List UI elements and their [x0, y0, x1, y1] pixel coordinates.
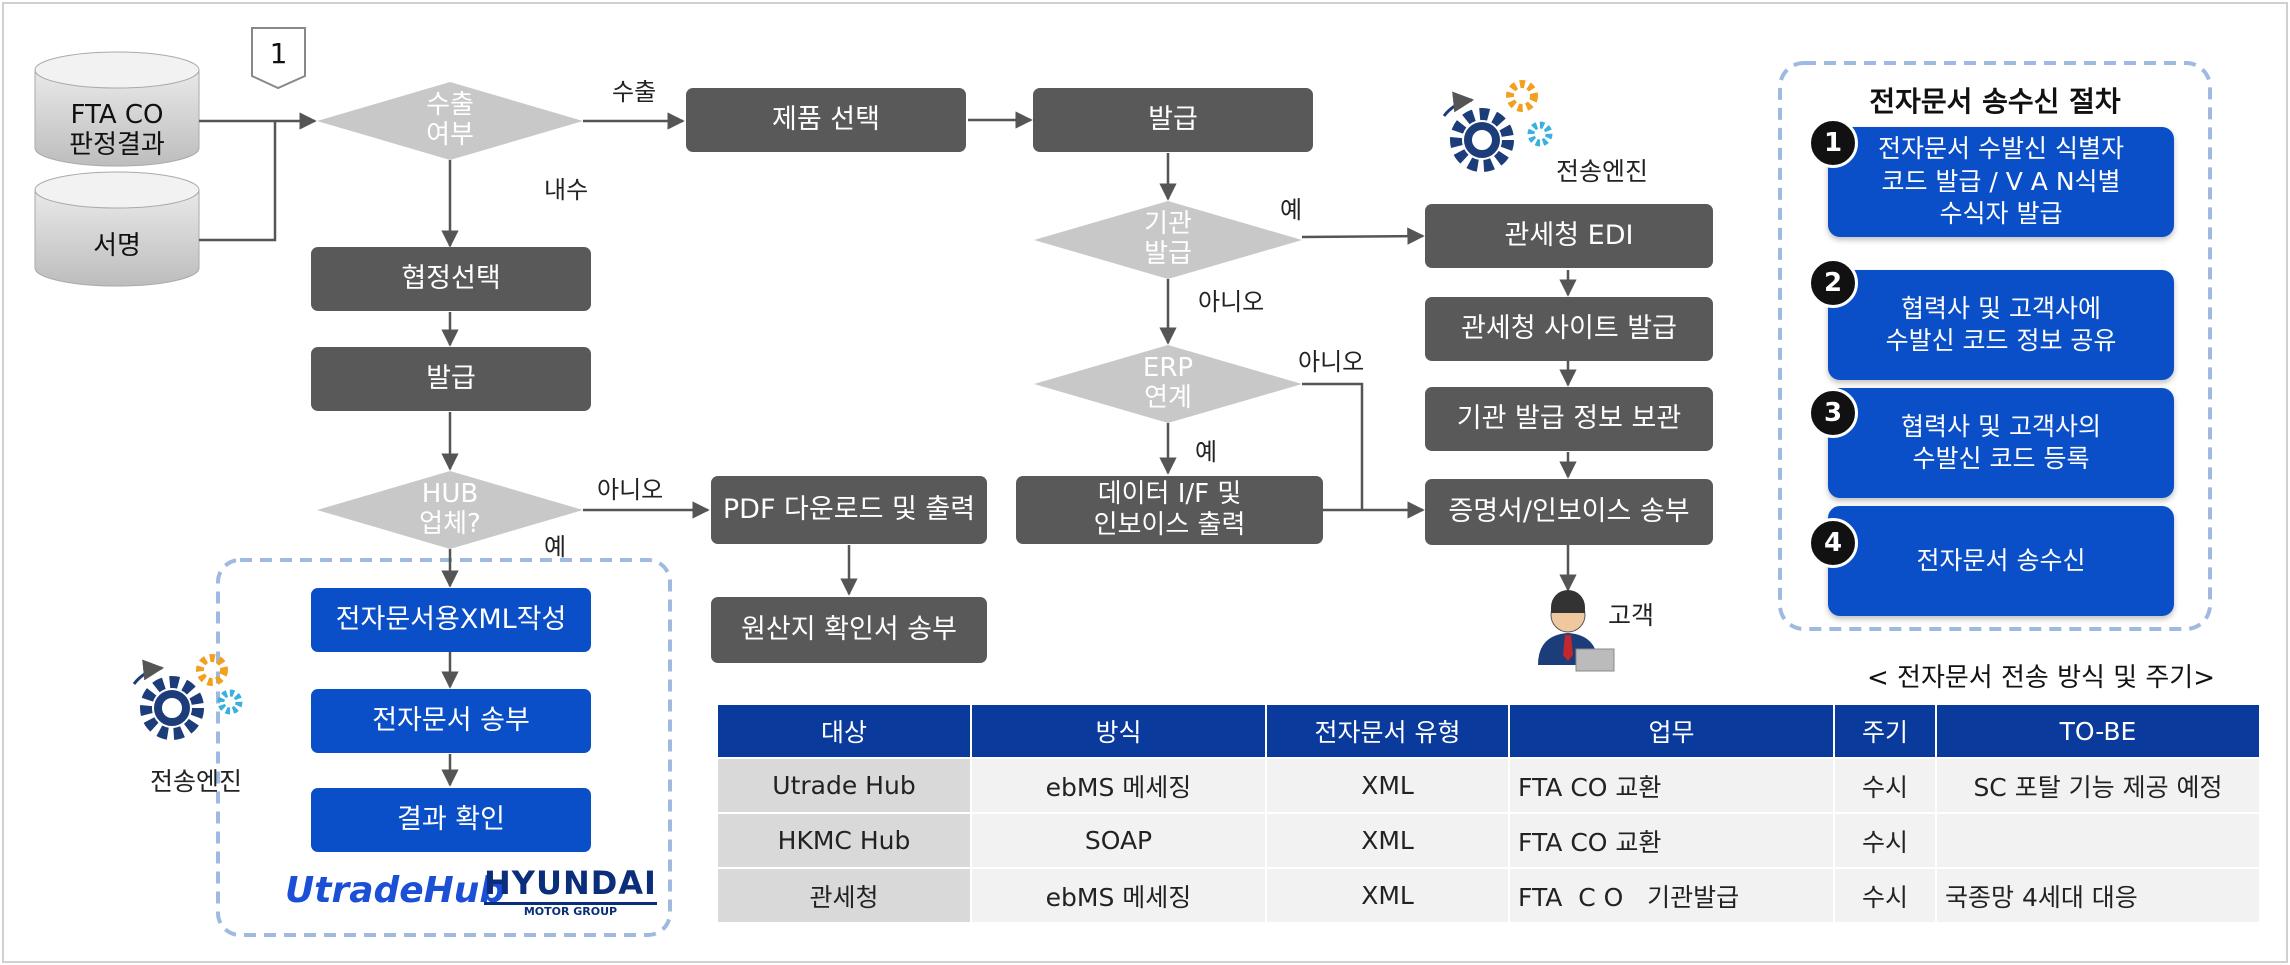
procedure-step-1: 전자문서 수발신 식별자 코드 발급 / V A N식별 수식자 발급 — [1828, 127, 2174, 237]
hub-yes-label: 예 — [544, 533, 567, 561]
procedure-step-4-badge: 4 — [1808, 518, 1858, 568]
agency-keep-box: 기관 발급 정보 보관 — [1425, 387, 1713, 451]
cell: 수시 — [1833, 812, 1937, 869]
engine-label-left: 전송엔진 — [150, 767, 243, 796]
step-flag — [251, 27, 306, 90]
cell: XML — [1265, 757, 1510, 814]
origin-cert-box: 원산지 확인서 송부 — [711, 597, 987, 663]
erp-no-label: 아니오 — [1298, 348, 1365, 376]
hyundai-logo-text: HYUNDAI — [484, 864, 657, 902]
customs-site-box: 관세청 사이트 발급 — [1425, 297, 1713, 361]
cell: FTA CO 교환 — [1508, 757, 1835, 814]
table-row: 관세청 ebMS 메세징 XML FTA C O 기관발급 수시 국종망 4세대… — [716, 867, 2261, 924]
hub-diamond — [317, 471, 583, 549]
cell: SOAP — [970, 812, 1267, 869]
product-select-box: 제품 선택 — [686, 88, 966, 152]
header-doc-type: 전자문서 유형 — [1265, 703, 1510, 759]
signature-cylinder — [34, 171, 200, 287]
customer-label: 고객 — [1608, 601, 1655, 630]
procedure-step-3: 협력사 및 고객사의 수발신 코드 등록 — [1828, 388, 2174, 498]
domestic-label: 내수 — [544, 176, 589, 204]
export-yes-label: 수출 — [612, 78, 657, 106]
erp-yes-label: 예 — [1195, 438, 1218, 466]
signature-label: 서명 — [93, 231, 141, 262]
procedure-step-2: 협력사 및 고객사에 수발신 코드 정보 공유 — [1828, 270, 2174, 380]
cell: ebMS 메세징 — [970, 867, 1267, 924]
procedure-dashed-group — [1778, 61, 2212, 631]
customs-edi-box: 관세청 EDI — [1425, 204, 1713, 268]
cell: SC 포탈 기능 제공 예정 — [1935, 757, 2261, 814]
table-header-row: 대상 방식 전자문서 유형 업무 주기 TO-BE — [716, 703, 2261, 759]
cell: FTA CO 교환 — [1508, 812, 1835, 869]
cell: 국종망 4세대 대응 — [1935, 867, 2261, 924]
agency-diamond — [1034, 201, 1302, 279]
utrade-logo-text: UtradeHub — [285, 870, 506, 911]
procedure-title: 전자문서 송수신 절차 — [1869, 85, 2121, 118]
procedure-step-4: 전자문서 송수신 — [1828, 506, 2174, 616]
cert-send-box: 증명서/인보이스 송부 — [1425, 479, 1713, 545]
agreement-select-box: 협정선택 — [311, 247, 591, 311]
erp-decision-label: ERP 연계 — [1142, 353, 1194, 413]
cell: XML — [1265, 867, 1510, 924]
cell: 관세청 — [716, 867, 972, 924]
customer-icon — [1538, 590, 1615, 672]
header-method: 방식 — [970, 703, 1267, 759]
header-tobe: TO-BE — [1935, 703, 2261, 759]
hyundai-logo: HYUNDAI MOTOR GROUP — [484, 864, 657, 918]
procedure-step-3-badge: 3 — [1808, 388, 1858, 438]
issue-left-box: 발급 — [311, 347, 591, 411]
hub-decision-label: HUB 업체? — [419, 479, 481, 539]
erp-diamond — [1034, 345, 1302, 423]
cell: Utrade Hub — [716, 757, 972, 814]
cell: XML — [1265, 812, 1510, 869]
utrade-hub-logo: UtradeHub — [285, 870, 505, 911]
cell: HKMC Hub — [716, 812, 972, 869]
table-row: Utrade Hub ebMS 메세징 XML FTA CO 교환 수시 SC … — [716, 757, 2261, 814]
cell: FTA C O 기관발급 — [1508, 867, 1835, 924]
agency-no-label: 아니오 — [1198, 288, 1265, 316]
hub-no-label: 아니오 — [597, 476, 664, 504]
procedure-step-1-badge: 1 — [1808, 118, 1858, 168]
header-target: 대상 — [716, 703, 972, 759]
transfer-table: 대상 방식 전자문서 유형 업무 주기 TO-BE Utrade Hub ebM… — [716, 703, 2261, 924]
hyundai-logo-subtext: MOTOR GROUP — [484, 902, 657, 918]
hub-dashed-group — [216, 558, 672, 937]
send-doc-box: 전자문서 송부 — [311, 689, 591, 753]
header-task: 업무 — [1508, 703, 1835, 759]
engine-label-right: 전송엔진 — [1556, 157, 1649, 186]
agency-yes-label: 예 — [1280, 196, 1303, 224]
cell — [1935, 812, 2261, 869]
header-cycle: 주기 — [1833, 703, 1937, 759]
cell: 수시 — [1833, 757, 1937, 814]
gear-icon-right — [1442, 80, 1553, 172]
export-decision-label: 수출 여부 — [426, 90, 474, 150]
flag-number: 1 — [269, 36, 288, 70]
export-diamond — [317, 82, 583, 160]
procedure-step-2-badge: 2 — [1808, 258, 1858, 308]
table-row: HKMC Hub SOAP XML FTA CO 교환 수시 — [716, 812, 2261, 869]
pdf-download-box: PDF 다운로드 및 출력 — [711, 476, 987, 544]
cell: ebMS 메세징 — [970, 757, 1267, 814]
fta-co-cylinder — [34, 51, 200, 167]
result-check-box: 결과 확인 — [311, 788, 591, 852]
issue-top-box: 발급 — [1033, 88, 1313, 152]
table-caption: < 전자문서 전송 방식 및 주기> — [1866, 663, 2215, 693]
xml-create-box: 전자문서용XML작성 — [311, 588, 591, 652]
agency-decision-label: 기관 발급 — [1144, 209, 1192, 269]
fta-co-label: FTA CO 판정결과 — [69, 100, 165, 160]
gear-icon-left — [132, 654, 243, 740]
cell: 수시 — [1833, 867, 1937, 924]
data-if-box: 데이터 I/F 및 인보이스 출력 — [1016, 476, 1323, 544]
